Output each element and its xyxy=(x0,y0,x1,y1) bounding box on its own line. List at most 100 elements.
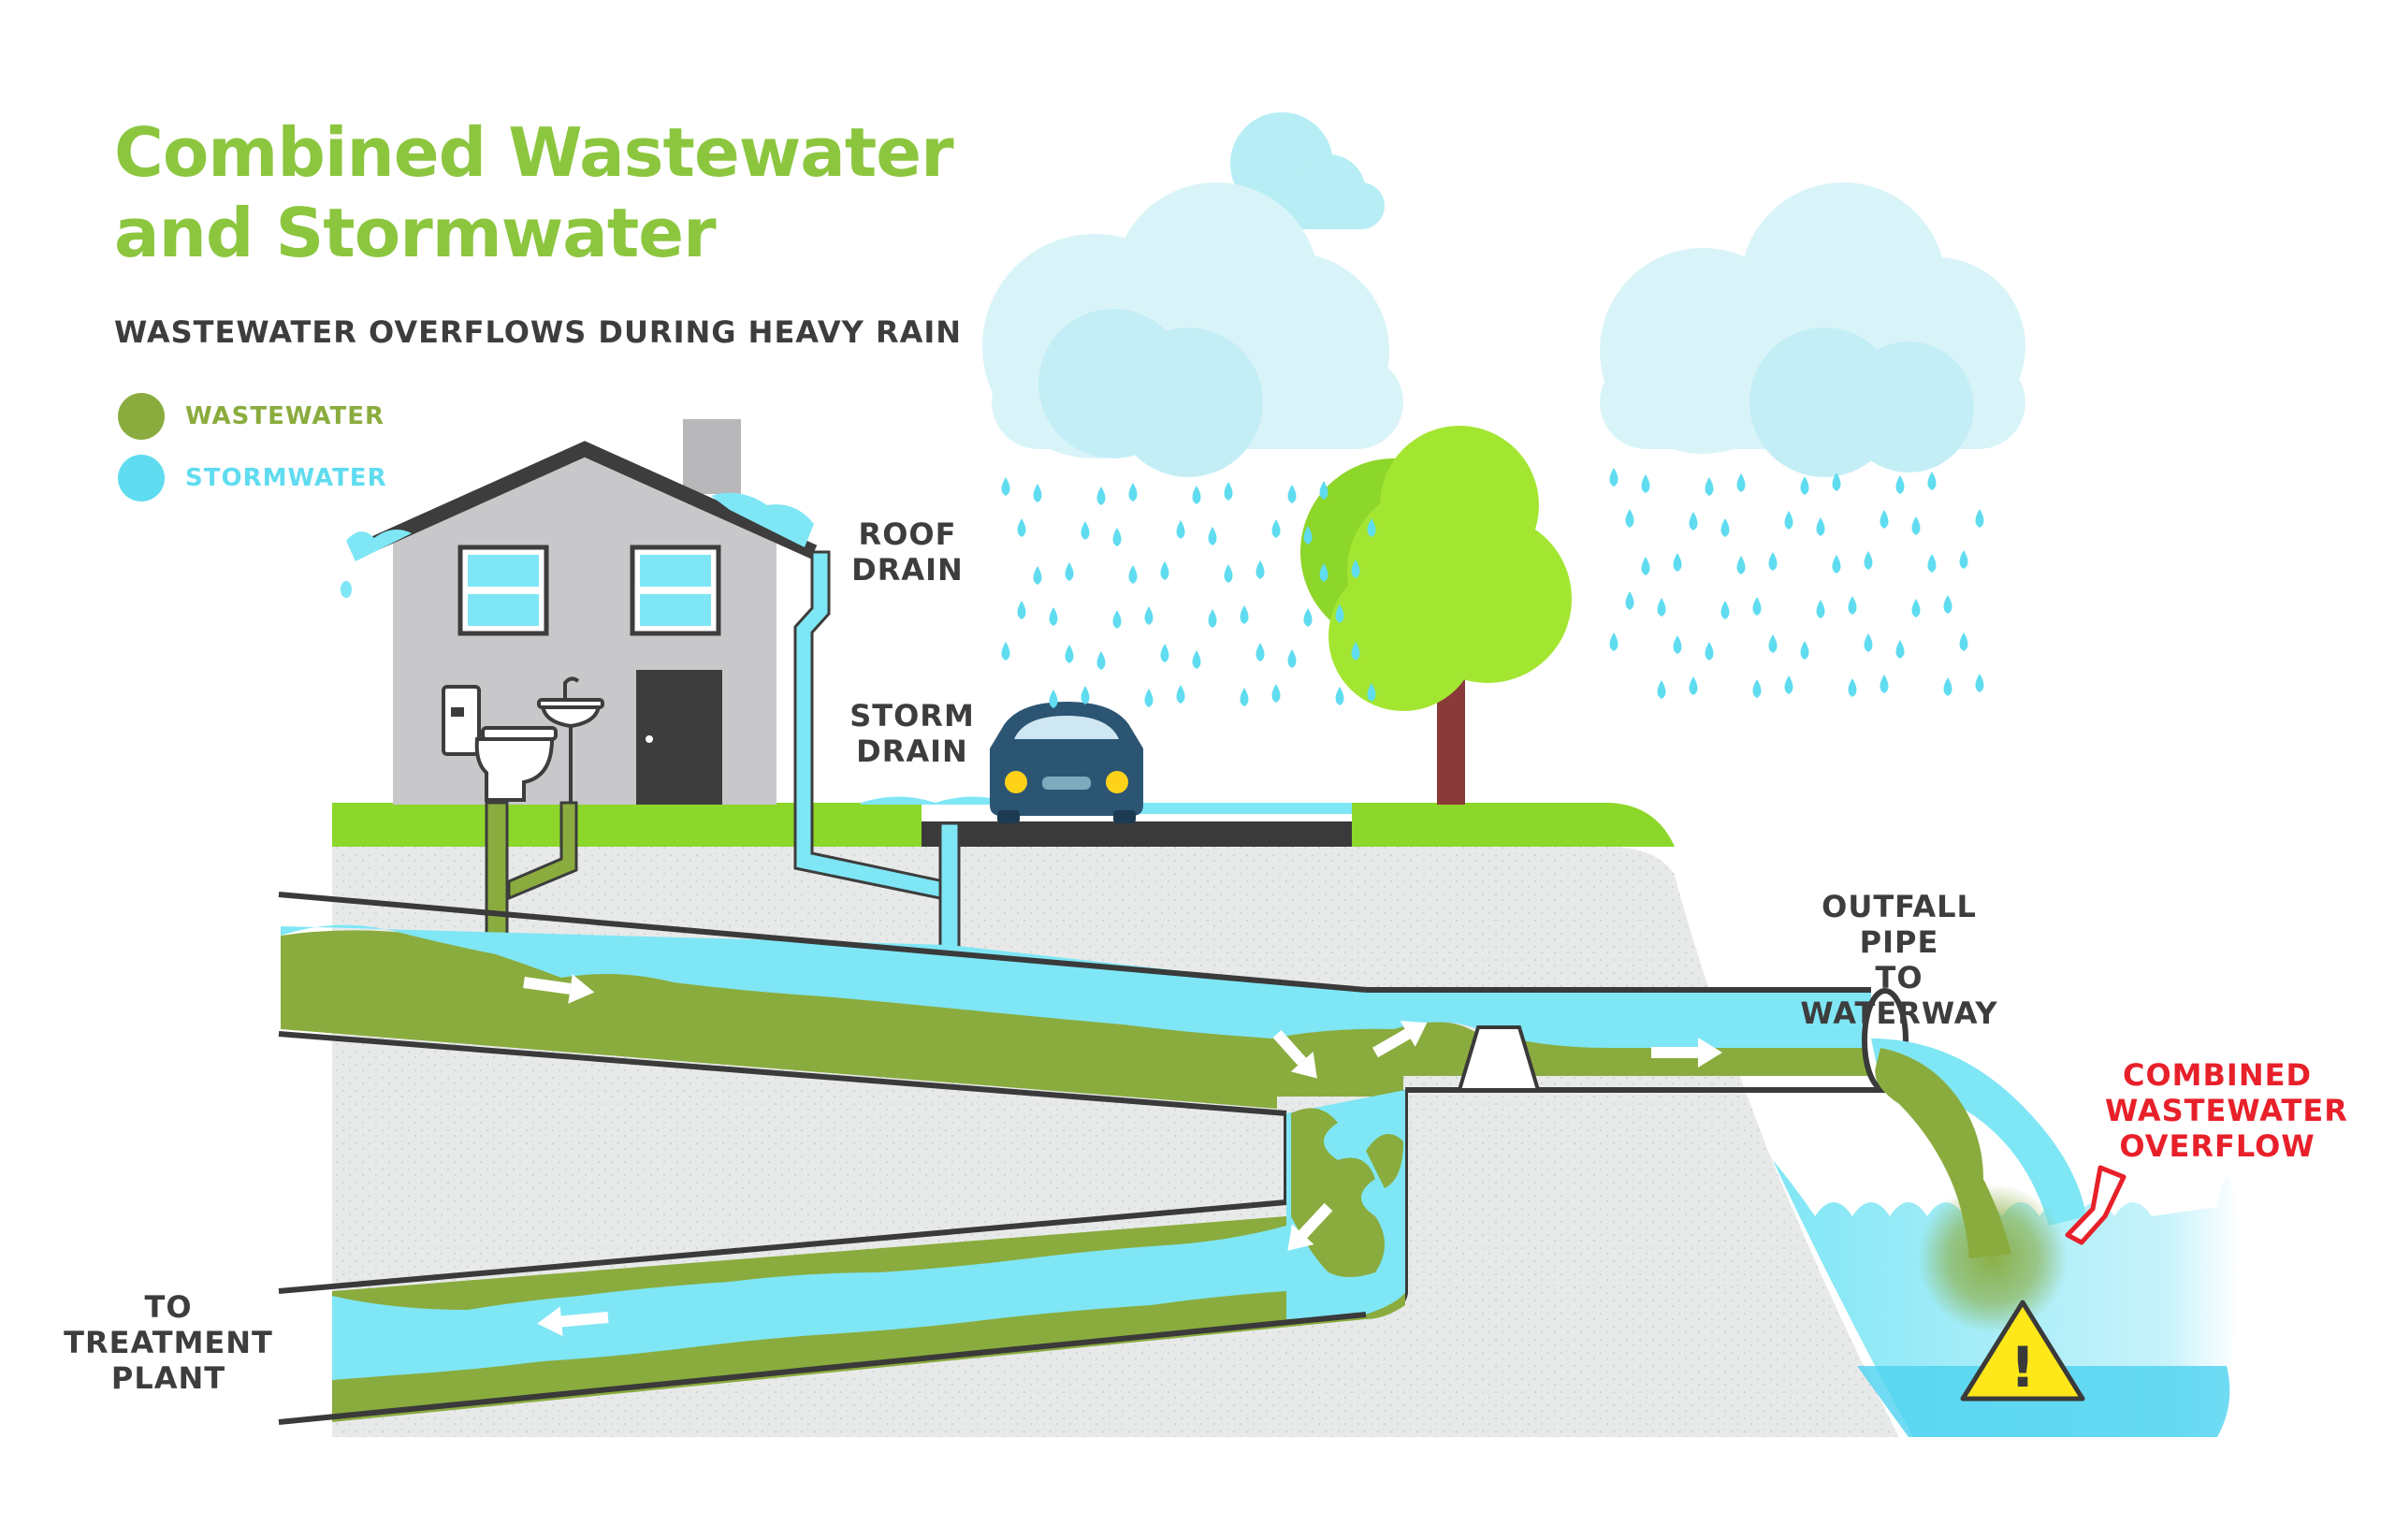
raindrop-icon xyxy=(1895,475,1905,494)
raindrop-icon xyxy=(1017,518,1026,537)
raindrop-icon xyxy=(1081,521,1090,540)
house-icon xyxy=(341,419,818,805)
raindrop-icon xyxy=(1641,474,1650,493)
raindrop-icon xyxy=(1975,509,1984,528)
raindrop-icon xyxy=(1033,484,1042,502)
raindrop-icon xyxy=(1192,486,1201,504)
raindrop-icon xyxy=(1609,632,1618,651)
label-roof-drain: ROOF DRAIN xyxy=(851,516,964,588)
raindrop-icon xyxy=(1112,610,1122,629)
label-outfall-pipe: OUTFALL PIPE TO WATERWAY xyxy=(1778,889,2021,1031)
raindrop-icon xyxy=(1351,559,1360,578)
interceptor-drop xyxy=(1286,1090,1405,1319)
raindrop-icon xyxy=(1160,561,1169,580)
outfall-discharge xyxy=(1871,1039,2086,1333)
raindrop-icon xyxy=(1256,643,1265,661)
raindrop-icon xyxy=(1689,676,1698,695)
legend-label-wastewater: WASTEWATER xyxy=(185,402,385,430)
grass-right xyxy=(1352,803,1675,847)
raindrop-icon xyxy=(1017,601,1026,619)
legend-swatch-wastewater xyxy=(118,393,165,440)
raindrop-icon xyxy=(1240,688,1249,706)
raindrop-icon xyxy=(1303,608,1313,627)
weir-icon xyxy=(1457,1025,1541,1092)
raindrop-icon xyxy=(1959,550,1968,569)
raindrop-icon xyxy=(1768,634,1778,653)
raindrop-icon xyxy=(1096,487,1106,505)
raindrop-icon xyxy=(1895,640,1905,659)
raindrop-icon xyxy=(1927,554,1937,573)
raindrop-icon xyxy=(1816,600,1825,618)
legend-label-stormwater: STORMWATER xyxy=(185,464,387,492)
label-storm-drain-line-1: STORM xyxy=(849,698,975,734)
raindrop-icon xyxy=(1256,560,1265,579)
label-treatment-line-2: TREATMENT xyxy=(64,1325,273,1360)
raindrop-icon xyxy=(1609,468,1618,487)
label-cso-line-1: COMBINED xyxy=(2122,1057,2313,1093)
raindrop-icon xyxy=(1641,557,1650,575)
raindrop-icon xyxy=(1848,596,1857,615)
raindrop-icon xyxy=(1128,483,1138,501)
legend-item-stormwater: STORMWATER xyxy=(118,455,387,501)
raindrop-icon xyxy=(1975,674,1984,692)
raindrop-icon xyxy=(1144,689,1154,707)
raindrop-icon xyxy=(1784,511,1793,530)
raindrop-icon xyxy=(1224,482,1233,501)
label-treatment-plant: TO TREATMENT PLANT xyxy=(56,1289,281,1396)
raindrop-icon xyxy=(1001,642,1010,661)
raindrop-icon xyxy=(1319,563,1328,582)
raindrop-icon xyxy=(1752,679,1762,698)
raindrop-icon xyxy=(1049,607,1058,626)
raindrop-icon xyxy=(1657,680,1666,699)
title-line-2: and Stormwater xyxy=(114,194,717,272)
raindrop-icon xyxy=(1864,551,1873,570)
raindrop-icon xyxy=(1208,527,1217,545)
sink-icon xyxy=(537,676,604,805)
flow-arrow-icon xyxy=(523,974,1722,1337)
label-cso-line-3: OVERFLOW xyxy=(2119,1128,2315,1164)
raindrop-icon xyxy=(1816,517,1825,536)
road xyxy=(922,821,1352,847)
raindrop-icon xyxy=(1800,476,1809,495)
raindrop-icon xyxy=(1673,553,1682,572)
treatment-pipe xyxy=(278,1199,1405,1425)
raindrop-icon xyxy=(1736,556,1746,574)
title-line-1: Combined Wastewater xyxy=(114,113,954,192)
label-treatment-line-1: TO xyxy=(144,1289,193,1325)
legend-swatch-stormwater xyxy=(118,455,165,501)
legend-item-wastewater: WASTEWATER xyxy=(118,393,385,440)
raindrop-icon xyxy=(1335,604,1344,623)
label-treatment-line-3: PLANT xyxy=(110,1360,226,1396)
car-icon xyxy=(990,702,1143,823)
raindrop-icon xyxy=(1065,645,1074,663)
label-storm-drain-line-2: DRAIN xyxy=(856,734,968,769)
raindrop-icon xyxy=(1943,677,1952,696)
raindrop-icon xyxy=(1832,555,1841,574)
raindrop-icon xyxy=(1705,642,1714,661)
raindrop-icon xyxy=(1096,651,1106,670)
raindrop-icon xyxy=(1768,552,1778,571)
label-combined-overflow: COMBINED WASTEWATER OVERFLOW xyxy=(2105,1057,2347,1164)
raindrop-icon xyxy=(1319,481,1328,500)
raindrop-icon xyxy=(1720,518,1730,537)
cloud-icon xyxy=(982,112,1403,477)
raindrop-icon xyxy=(1784,676,1793,694)
raindrop-icon xyxy=(1240,605,1249,624)
label-roof-drain-line-1: ROOF xyxy=(858,516,957,552)
rain xyxy=(1001,468,1984,708)
raindrop-icon xyxy=(1367,683,1376,702)
label-storm-drain: STORM DRAIN xyxy=(842,698,982,769)
raindrop-icon xyxy=(1736,473,1746,492)
raindrop-icon xyxy=(1144,606,1154,625)
label-outfall-line-2: TO WATERWAY xyxy=(1800,960,1998,1031)
raindrop-icon xyxy=(1625,591,1634,610)
raindrop-icon xyxy=(1271,684,1281,703)
cloud-icon xyxy=(1600,182,2025,477)
raindrop-icon xyxy=(1335,687,1344,705)
raindrop-icon xyxy=(1911,599,1921,617)
raindrop-icon xyxy=(1673,635,1682,654)
raindrop-icon xyxy=(1160,644,1169,662)
raindrop-icon xyxy=(1880,510,1889,529)
raindrop-icon xyxy=(1287,485,1297,503)
